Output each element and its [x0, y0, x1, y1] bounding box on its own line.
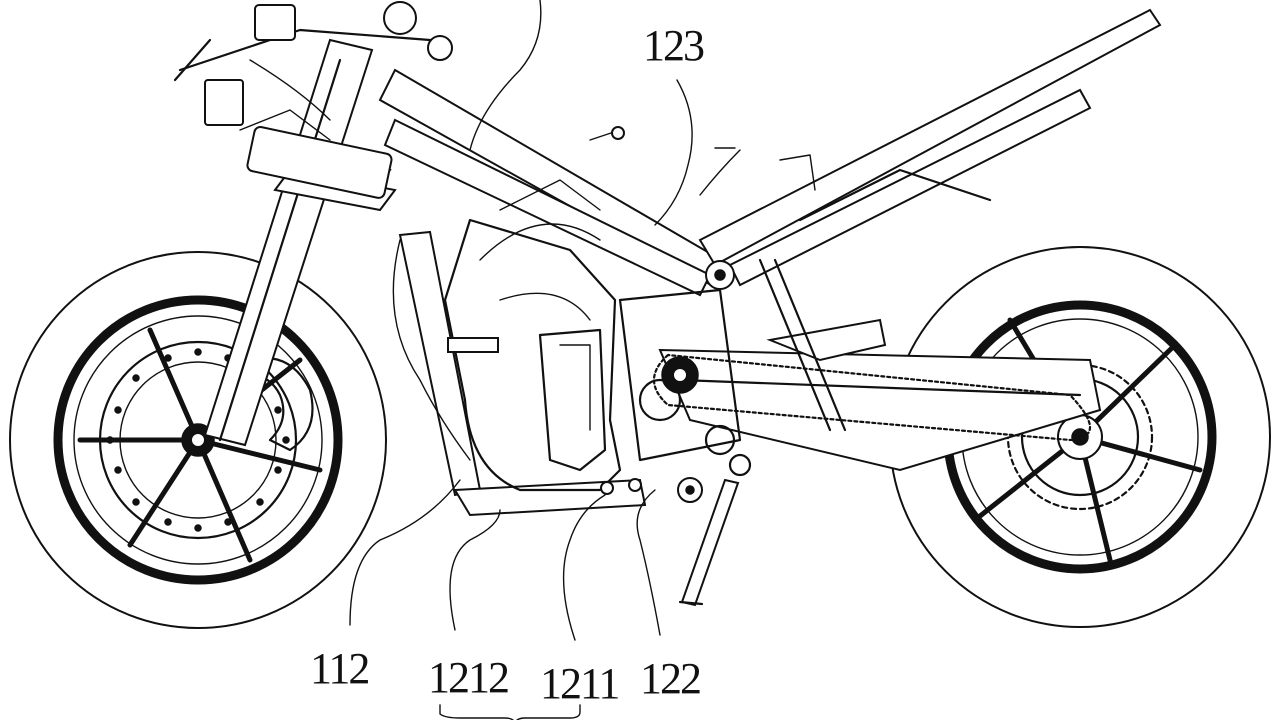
label-122: 122 [640, 654, 700, 703]
label-1212: 1212 [428, 653, 508, 702]
rear-wheel [889, 246, 1271, 628]
side-stand [678, 478, 740, 607]
handlebar-assembly [173, 1, 453, 141]
reference-labels: 123 112 1212 1211 122 [310, 21, 706, 708]
front-wheel [9, 251, 387, 629]
leader-lines [349, 0, 693, 720]
label-112: 112 [310, 644, 368, 693]
label-1211: 1211 [540, 659, 618, 708]
main-frame [378, 8, 1162, 517]
swingarm [653, 318, 1102, 472]
front-fork [203, 38, 397, 447]
label-123: 123 [643, 21, 704, 70]
